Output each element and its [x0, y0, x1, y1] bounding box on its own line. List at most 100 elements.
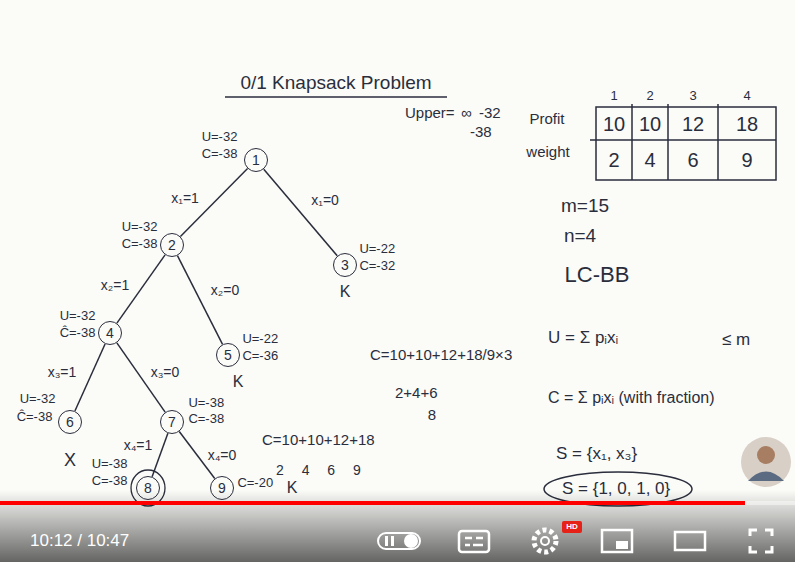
- bound-value: C=-38: [92, 474, 128, 489]
- settings-hub: [541, 537, 549, 545]
- formula: ≤ m: [722, 330, 750, 350]
- settings-gear: [534, 530, 556, 552]
- bound-value: U=-32: [202, 130, 238, 145]
- kill-mark: K: [287, 479, 298, 497]
- capacity-note: m=15: [561, 195, 609, 217]
- bound-value: C=-38: [202, 147, 238, 162]
- progress-track: [0, 501, 795, 505]
- table-cell: 2: [608, 149, 619, 172]
- state-node: 1U=-32C=-38: [244, 148, 268, 172]
- kill-mark: K: [340, 283, 351, 301]
- person-thumbnail: [741, 437, 791, 487]
- calculation: 8: [428, 406, 436, 423]
- solution-vector: S = {1, 0, 1, 0}: [562, 479, 670, 499]
- column-header: 3: [689, 89, 696, 104]
- method-name: LC-BB: [565, 262, 630, 287]
- miniplayer-icon: [602, 530, 632, 552]
- hd-badge: [562, 521, 582, 533]
- branch-line: [152, 433, 168, 476]
- upper-bound-note: ∞: [461, 104, 472, 121]
- row-header: Profit: [529, 110, 564, 127]
- upper-bound-note: -32: [479, 104, 501, 121]
- table-row-line: [590, 139, 776, 141]
- bound-value: C=-38: [188, 412, 224, 427]
- upper-bound-note: -38: [470, 123, 492, 140]
- thumbnail-ground: [741, 437, 791, 487]
- bound-value: U=-22: [242, 332, 278, 347]
- row-header: weight: [526, 143, 569, 160]
- video-time: 10:12 / 10:47: [30, 531, 129, 551]
- pause-toggle: [378, 533, 420, 549]
- branch-label: x₄=0: [206, 447, 239, 463]
- bound-value: U=-22: [359, 242, 395, 257]
- branch-label: x₁=0: [309, 192, 341, 208]
- state-node: 2U=-32C=-38: [160, 233, 184, 257]
- branch-label: x₄=1: [122, 437, 155, 453]
- toggle-knob: [404, 534, 418, 548]
- bound-value: U=-38: [92, 457, 128, 472]
- toggle-track: [378, 533, 420, 549]
- node-number: 5: [224, 348, 232, 362]
- column-header: 2: [646, 89, 653, 104]
- pause-bar: [385, 536, 388, 546]
- formula: U = Σ pᵢxᵢ: [548, 328, 618, 348]
- calculation: C=10+10+12+18/9×3: [370, 346, 512, 363]
- bound-value: C=-32: [359, 259, 395, 274]
- bound-value: U=-38: [188, 396, 224, 411]
- column-header: 4: [743, 89, 750, 104]
- table-col-line: [631, 104, 633, 180]
- node-number: 7: [168, 415, 176, 429]
- table-col-line: [667, 104, 669, 180]
- branch-label: x₂=0: [209, 282, 241, 298]
- table-cell: 10: [603, 113, 625, 136]
- state-node: 9C=-20: [210, 476, 234, 500]
- captions-icon: [459, 531, 489, 552]
- solution-set: S = {x₁, x₃}: [556, 444, 637, 464]
- branch-label: x₂=1: [99, 277, 131, 293]
- bound-value: Ĉ=-38: [17, 410, 53, 425]
- node-number: 9: [218, 481, 226, 495]
- bound-value: U=-32: [60, 309, 96, 324]
- node-number: 4: [106, 326, 114, 340]
- branch-label: x₃=1: [46, 364, 79, 380]
- bound-value: U=-32: [20, 392, 56, 407]
- bound-value: U=-32: [122, 220, 158, 235]
- node-number: 6: [66, 415, 74, 429]
- pause-bar: [391, 536, 394, 546]
- state-node: 5U=-22C=-36: [216, 343, 240, 367]
- upper-bound-note: Upper=: [405, 104, 455, 121]
- node-number: 1: [252, 153, 260, 167]
- captions-lines: [465, 538, 483, 545]
- state-node: 8U=-38C=-38: [136, 476, 160, 500]
- reject-mark: X: [64, 450, 76, 471]
- thumbnail-head: [757, 446, 775, 464]
- column-header: 1: [610, 89, 617, 104]
- calculation: 2 4 6 9: [276, 462, 361, 478]
- state-node: 6U=-32Ĉ=-38: [58, 410, 82, 434]
- node-number: 8: [144, 481, 152, 495]
- diagram-title: 0/1 Knapsack Problem: [240, 72, 431, 94]
- formula: C = Σ pᵢxᵢ (with fraction): [548, 389, 715, 407]
- node-number: 2: [168, 238, 176, 252]
- theater-icon: [675, 532, 705, 550]
- progress-bar: [0, 501, 745, 505]
- kill-mark: K: [233, 373, 244, 391]
- control-shade: [0, 490, 795, 562]
- miniplayer-inset: [616, 541, 628, 549]
- state-node: 4U=-32Ĉ=-38: [98, 321, 122, 345]
- calculation: 2+4+6: [395, 384, 438, 401]
- table-cell: 9: [741, 149, 752, 172]
- bound-value: Ĉ=-38: [60, 326, 96, 341]
- branch-line: [75, 344, 105, 411]
- state-node: 3U=-22C=-32: [333, 253, 357, 277]
- calculation: C=10+10+12+18: [262, 431, 375, 448]
- table-col-line: [717, 104, 719, 180]
- fullscreen-icon: [750, 530, 772, 552]
- state-node: 7U=-38C=-38: [160, 410, 184, 434]
- thumbnail-body: [748, 472, 784, 482]
- table-cell: 10: [639, 113, 661, 136]
- branch-line: [264, 169, 337, 256]
- hd-badge-text: HD: [566, 522, 578, 531]
- table-cell: 4: [644, 149, 655, 172]
